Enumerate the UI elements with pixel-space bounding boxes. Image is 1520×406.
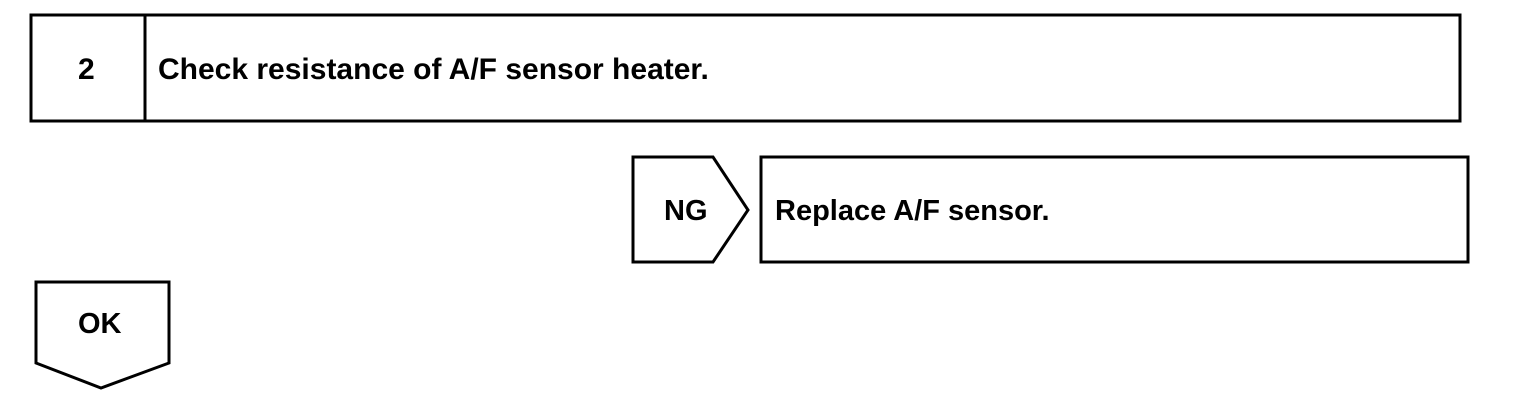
ng-action-box [759,155,1470,264]
step-number: 2 [78,53,95,86]
ok-label: OK [78,308,122,340]
step-title: Check resistance of A/F sensor heater. [158,53,709,86]
ok-tag-shape [34,280,171,390]
ng-label: NG [664,195,708,227]
ng-tag-shape [631,155,750,264]
step-box [29,13,1462,123]
ng-action-text: Replace A/F sensor. [775,195,1050,227]
